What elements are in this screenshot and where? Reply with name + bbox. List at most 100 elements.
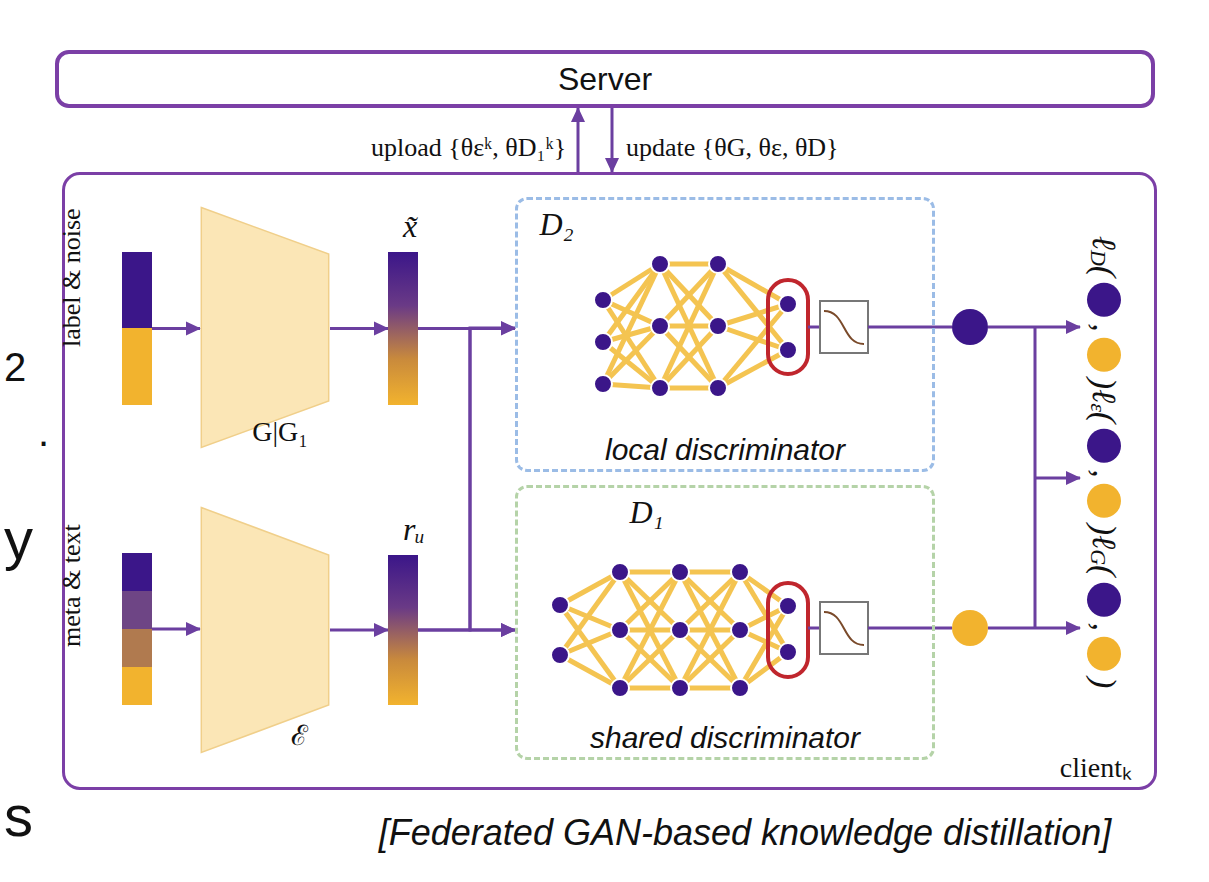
connector-arrow xyxy=(330,327,388,330)
network-link xyxy=(718,304,788,388)
sample-dot xyxy=(1087,582,1121,616)
node-label: D₂ xyxy=(540,206,787,467)
network-link xyxy=(660,326,718,388)
network-link xyxy=(660,326,718,388)
neuron xyxy=(611,621,629,639)
paren: ) xyxy=(1085,524,1123,535)
input-vector: meta & text xyxy=(122,553,152,705)
sample-dot xyxy=(1087,484,1121,518)
loss-column: ℓD( , )ℓε( , )ℓG( , ) xyxy=(1085,236,1123,688)
sigmoid-box xyxy=(820,301,868,353)
node-caption: local discriminator xyxy=(605,433,845,467)
neuron xyxy=(731,563,749,581)
trapezoid-shape xyxy=(200,205,330,450)
slide-fragment: y xyxy=(4,505,33,572)
client-box: clientₖlabel & noiseG|G₁x̃D₂local discri… xyxy=(62,172,1157,790)
loss-subscript: D xyxy=(1085,250,1111,266)
connector-arrow xyxy=(152,628,200,631)
neuron xyxy=(551,646,569,664)
network-link xyxy=(680,630,740,688)
paren: ( xyxy=(1085,266,1123,277)
neuron xyxy=(611,563,629,581)
caption: [Federated GAN-based knowledge distillat… xyxy=(379,812,1111,854)
neuron xyxy=(671,621,689,639)
neuron xyxy=(709,255,727,273)
feature-vector: rᵤ xyxy=(388,555,418,705)
node-label: G|G₁ xyxy=(252,416,308,448)
neuron xyxy=(594,333,612,351)
slide-fragment: s xyxy=(4,782,33,849)
connector-arrow xyxy=(418,329,515,631)
loss-subscript: ε xyxy=(1085,403,1111,412)
wire xyxy=(808,326,820,329)
neuron xyxy=(709,317,727,335)
network-link xyxy=(620,630,680,688)
trapezoid-shape xyxy=(200,505,330,755)
paren: ( xyxy=(1085,412,1123,423)
neuron xyxy=(594,375,612,393)
connector-arrow xyxy=(152,327,200,330)
connector-arrow xyxy=(418,629,515,632)
feature-vector: x̃ xyxy=(388,252,418,405)
neuron xyxy=(731,621,749,639)
comma: , xyxy=(1085,622,1123,631)
neuron xyxy=(779,341,797,359)
server-box: Server xyxy=(55,50,1155,108)
sample-dot xyxy=(1087,429,1121,463)
edge-label: update {θG, θε, θD} xyxy=(624,133,841,163)
output-layer-outline xyxy=(768,583,808,677)
node-label: label & noise xyxy=(57,311,132,347)
network-link xyxy=(680,630,740,688)
sample-dot xyxy=(1087,637,1121,671)
neuron xyxy=(709,379,727,397)
loss-symbol: ℓ xyxy=(1085,236,1123,250)
node-label: ℰ xyxy=(291,715,308,753)
wire xyxy=(868,326,952,329)
sample-dot xyxy=(1087,338,1121,372)
paren: ) xyxy=(1085,378,1123,389)
neuron xyxy=(671,563,689,581)
neuron xyxy=(731,679,749,697)
network-link xyxy=(680,572,740,630)
discriminator-box: D₂local discriminator xyxy=(515,197,935,472)
sample-dot xyxy=(1087,283,1121,317)
generator: G|G₁ xyxy=(200,205,330,450)
node-caption: shared discriminator xyxy=(590,721,860,755)
network-link xyxy=(603,326,660,384)
output-layer-outline xyxy=(768,280,808,374)
node-label: meta & text xyxy=(57,611,131,647)
comma: , xyxy=(1085,323,1123,332)
wire xyxy=(808,627,820,630)
trapezoid-outline xyxy=(201,508,328,753)
network-link xyxy=(660,264,718,326)
slide-fragment: 2 xyxy=(4,345,26,390)
connector-arrow xyxy=(611,108,614,172)
network-link xyxy=(680,572,740,630)
neuron xyxy=(551,596,569,614)
output-circle xyxy=(952,610,988,646)
wire xyxy=(868,627,952,630)
neuron xyxy=(594,291,612,309)
sigmoid-curve xyxy=(824,612,864,645)
output-circle xyxy=(952,309,988,345)
network-link xyxy=(560,572,620,655)
slide-fragment: . xyxy=(38,410,49,455)
neuron xyxy=(651,255,669,273)
node-label: Server xyxy=(558,61,652,98)
encoder: ℰ xyxy=(200,505,330,755)
node-label: D₁ xyxy=(630,494,817,755)
network-link xyxy=(620,630,680,688)
loss-subscript: G xyxy=(1085,549,1111,565)
loss-symbol: ℓ xyxy=(1085,535,1123,549)
network-link xyxy=(620,572,680,630)
network-link xyxy=(660,264,718,326)
sigmoid-box xyxy=(820,602,868,654)
neuron xyxy=(651,379,669,397)
neuron xyxy=(611,679,629,697)
neuron xyxy=(779,295,797,313)
input-vector: label & noise xyxy=(122,252,152,405)
paren: ) xyxy=(1085,677,1123,688)
network-link xyxy=(560,655,620,688)
neuron xyxy=(671,679,689,697)
